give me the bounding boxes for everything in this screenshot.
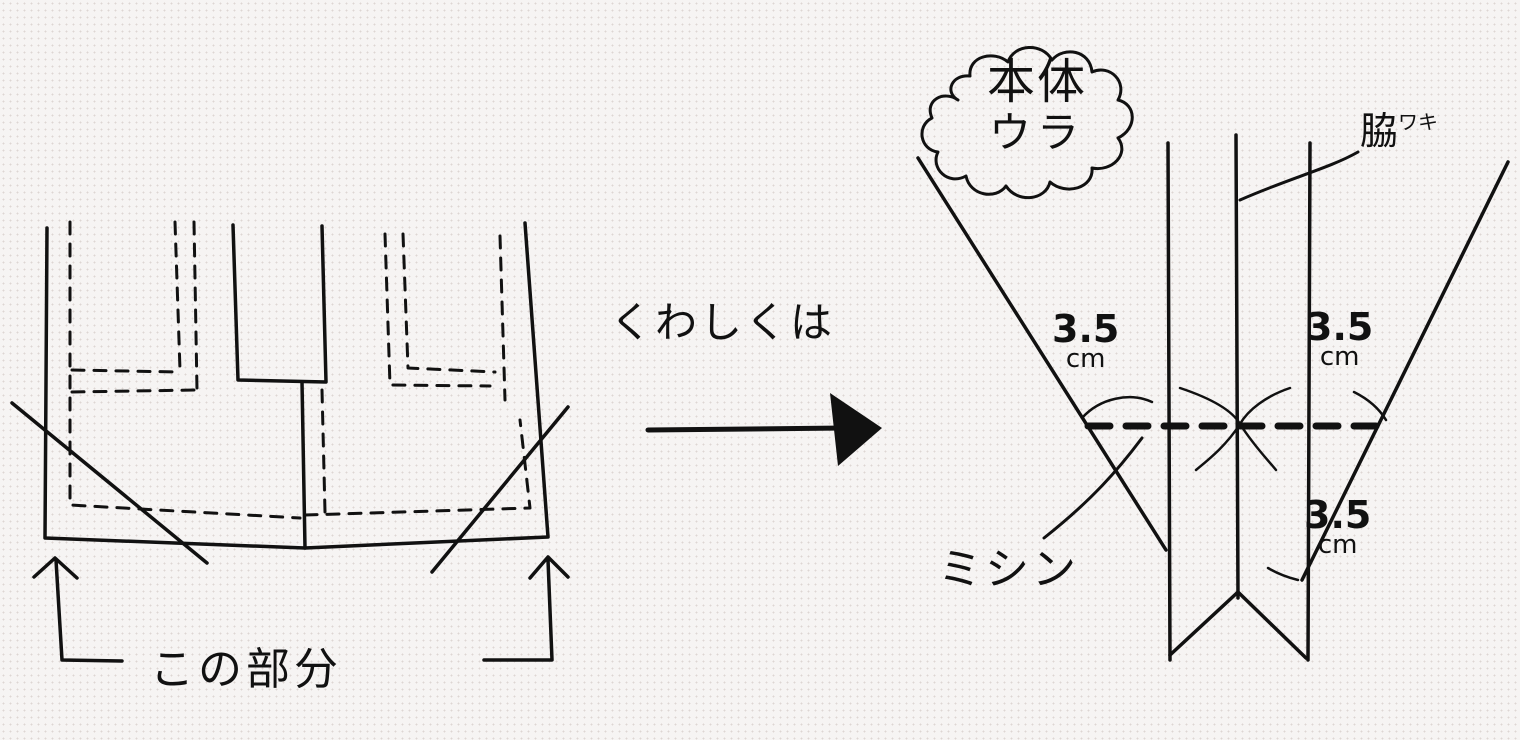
arrow-label: くわしくは <box>610 298 836 347</box>
corner-point <box>1168 590 1308 660</box>
stitch-line-center <box>320 388 327 514</box>
measure-arc-1 <box>1080 396 1154 420</box>
pocket-stitch-left <box>70 220 199 394</box>
center-seam <box>300 380 307 550</box>
measure-arc-5 <box>1266 566 1300 582</box>
measure-arc-2 <box>1178 386 1278 472</box>
measurement-right: 3.5 cm <box>1306 308 1373 370</box>
stitch-line-right <box>303 418 532 517</box>
center-slit <box>231 223 328 384</box>
detail-arrow <box>645 393 882 466</box>
seam-allowance-left <box>1166 141 1172 662</box>
fold-line-right <box>1300 160 1510 582</box>
measurement-value: 3.5 <box>1304 493 1372 537</box>
measurement-value: 3.5 <box>1052 307 1120 351</box>
stitch-label: ミシン <box>938 544 1079 595</box>
cloud-label-line2: ウラ <box>988 108 1085 157</box>
seam-allowance-right <box>1306 141 1312 662</box>
side-seam-kanji: 脇 <box>1360 109 1399 153</box>
cloud-label: 本体 ウラ <box>952 58 1122 154</box>
measurement-lower: 3.5 cm <box>1304 496 1371 558</box>
side-seam-label: 脇ワキ <box>1360 112 1438 150</box>
pointer-arrow-left <box>32 556 124 663</box>
side-label-leader <box>1238 150 1360 202</box>
measurement-unit: cm <box>1319 342 1360 372</box>
side-seam-ruby: ワキ <box>1398 110 1439 134</box>
measurement-unit: cm <box>1317 530 1358 560</box>
stitch-label-leader <box>1042 436 1144 540</box>
measure-arc-3 <box>1194 386 1292 472</box>
measurement-value: 3.5 <box>1306 305 1374 349</box>
arrow-shaft <box>645 425 848 433</box>
fold-line-left <box>916 156 1168 552</box>
stitch-line-edge <box>498 234 507 402</box>
side-seam-line <box>1234 133 1240 600</box>
seam-detail <box>916 46 1510 662</box>
stitch-line-left <box>68 220 302 520</box>
arrow-head <box>830 393 882 466</box>
measure-arc-4 <box>1352 390 1388 422</box>
cut-line-left <box>10 401 209 565</box>
measurement-unit: cm <box>1065 344 1106 374</box>
caption-this-part: この部分 <box>150 644 342 695</box>
pointer-arrow-right <box>482 555 570 662</box>
cut-line-right <box>430 405 570 574</box>
measurement-left: 3.5 cm <box>1052 310 1119 372</box>
garment-bottom-sketch <box>10 220 570 663</box>
pocket-stitch-right <box>383 232 497 388</box>
cloud-bubble <box>920 46 1134 200</box>
cloud-label-line1: 本体 <box>986 54 1087 110</box>
garment-outline <box>43 221 550 550</box>
